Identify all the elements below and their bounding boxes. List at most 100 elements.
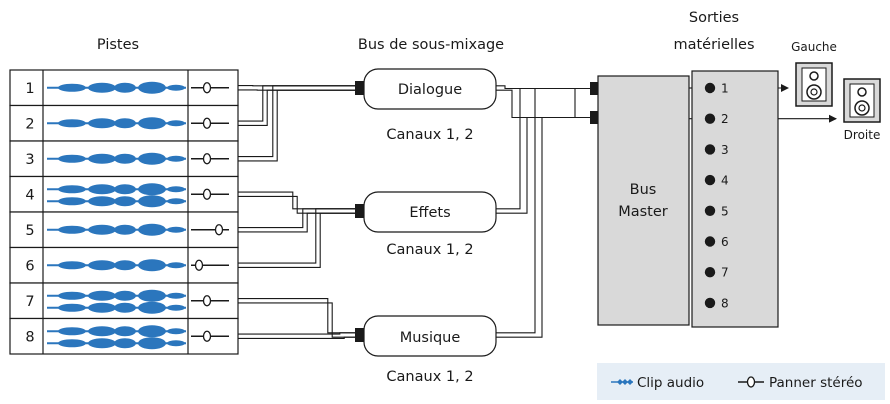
track-6-to-bus-wire <box>229 212 355 268</box>
track-number: 5 <box>25 223 34 239</box>
output-number: 8 <box>721 296 729 310</box>
output-number: 3 <box>721 143 729 157</box>
track-3-to-bus-wire <box>229 85 355 158</box>
track-7-to-bus-wire <box>229 298 355 334</box>
output-dot <box>704 113 716 124</box>
track-row-3: 3 <box>9 140 239 178</box>
hardware-output-1: 1 <box>704 82 729 96</box>
output-number: 4 <box>721 174 729 188</box>
track-number: 3 <box>25 152 34 168</box>
bus-effects-channels: Canaux 1, 2 <box>386 242 473 258</box>
track-5-to-bus-wire <box>229 208 355 229</box>
output-dot <box>704 82 716 94</box>
speaker-left-label: Gauche <box>791 40 837 54</box>
master-input-connector-1 <box>590 82 598 95</box>
bus-effects-label: Effets <box>409 205 450 221</box>
master-bus-label-line1: Bus <box>630 182 657 198</box>
speaker-right-label: Droite <box>844 128 881 142</box>
track-3-to-bus-wire <box>229 89 355 162</box>
speaker-right: Droite <box>843 78 881 142</box>
track-row-1: 1 <box>9 69 239 107</box>
master-bus-label-line2: Master <box>618 204 668 220</box>
speaker-left: Gauche <box>791 40 837 107</box>
output-dot <box>704 205 716 216</box>
hardware-outputs-panel <box>691 70 779 328</box>
stereo-panner[interactable] <box>191 224 229 236</box>
connection-wires <box>229 84 837 339</box>
legend-panner-label: Panner stéréo <box>769 375 863 391</box>
audio-clip <box>47 325 186 350</box>
audio-clip <box>47 152 186 165</box>
track-list: 1 2 3 4 5 6 7 8 <box>9 69 239 355</box>
bus-dialogue-label: Dialogue <box>398 82 462 98</box>
hardware-output-7: 7 <box>704 266 729 280</box>
track-row-4: 4 <box>9 175 239 213</box>
bus-2-to-master-wire <box>496 116 590 214</box>
output-dot <box>704 267 716 278</box>
outputs-title-line1: Sorties <box>689 10 739 26</box>
legend-clip-icon <box>611 379 633 385</box>
track-number: 1 <box>25 81 34 97</box>
stereo-panner[interactable] <box>191 188 229 200</box>
audio-clip <box>47 289 186 314</box>
stereo-panner[interactable] <box>191 82 229 94</box>
bus-music: Musique Canaux 1, 2 <box>355 315 497 385</box>
stereo-panner[interactable] <box>191 330 229 342</box>
audio-clip <box>47 259 186 272</box>
legend: Clip audio Panner stéréo <box>597 363 885 400</box>
track-row-6: 6 <box>9 246 239 284</box>
track-5-to-bus-wire <box>229 212 355 233</box>
bus-3-to-master-wire <box>496 87 590 334</box>
stereo-panner[interactable] <box>191 153 229 165</box>
track-row-5: 5 <box>9 211 239 249</box>
audio-clip <box>47 183 186 208</box>
hardware-output-list: 1 2 3 4 5 6 7 8 <box>704 82 729 310</box>
audio-clip <box>47 81 186 94</box>
output-dot <box>704 236 716 247</box>
tracks-title: Pistes <box>97 37 139 53</box>
output-dot <box>704 297 716 309</box>
output-number: 5 <box>721 204 729 218</box>
legend-panner-icon <box>738 376 764 388</box>
audio-clip <box>47 117 186 130</box>
hardware-output-3: 3 <box>704 143 729 157</box>
master-bus: Bus Master <box>590 75 690 326</box>
bus-effects: Effets Canaux 1, 2 <box>355 191 497 258</box>
submix-title: Bus de sous-mixage <box>358 37 504 53</box>
track-number: 2 <box>25 116 34 132</box>
hardware-output-6: 6 <box>704 235 729 249</box>
bus-2-to-master-wire <box>496 87 590 210</box>
track-row-8: 8 <box>9 317 239 355</box>
track-2-to-bus-wire <box>229 85 355 122</box>
output-number: 6 <box>721 235 729 249</box>
track-4-to-bus-wire <box>229 195 355 214</box>
stereo-panner[interactable] <box>191 295 229 307</box>
track-number: 7 <box>25 294 34 310</box>
bus-music-input-connector <box>355 328 364 342</box>
output-dot <box>704 174 716 186</box>
bus-music-channels: Canaux 1, 2 <box>386 369 473 385</box>
track-number: 8 <box>25 329 34 345</box>
output-number: 2 <box>721 112 729 126</box>
track-6-to-bus-wire <box>229 208 355 264</box>
track-8-to-bus-wire <box>229 332 355 335</box>
track-8-to-bus-wire <box>229 336 355 339</box>
bus-3-to-master-wire <box>496 116 590 338</box>
speaker-left-icon <box>795 62 833 107</box>
output-number: 7 <box>721 266 729 280</box>
hardware-output-5: 5 <box>704 204 729 218</box>
legend-clip-label: Clip audio <box>637 375 704 391</box>
bus-effects-input-connector <box>355 204 364 218</box>
master-input-2-wire <box>574 88 590 119</box>
stereo-panner[interactable] <box>191 259 229 271</box>
output-number: 1 <box>721 82 729 96</box>
hardware-output-4: 4 <box>704 174 729 188</box>
hardware-output-2: 2 <box>704 112 729 126</box>
track-number: 6 <box>25 258 34 274</box>
track-row-7: 7 <box>9 282 239 320</box>
bus-dialogue-input-connector <box>355 81 364 95</box>
track-2-to-bus-wire <box>229 89 355 126</box>
stereo-panner[interactable] <box>191 117 229 129</box>
hardware-output-8: 8 <box>704 296 729 310</box>
